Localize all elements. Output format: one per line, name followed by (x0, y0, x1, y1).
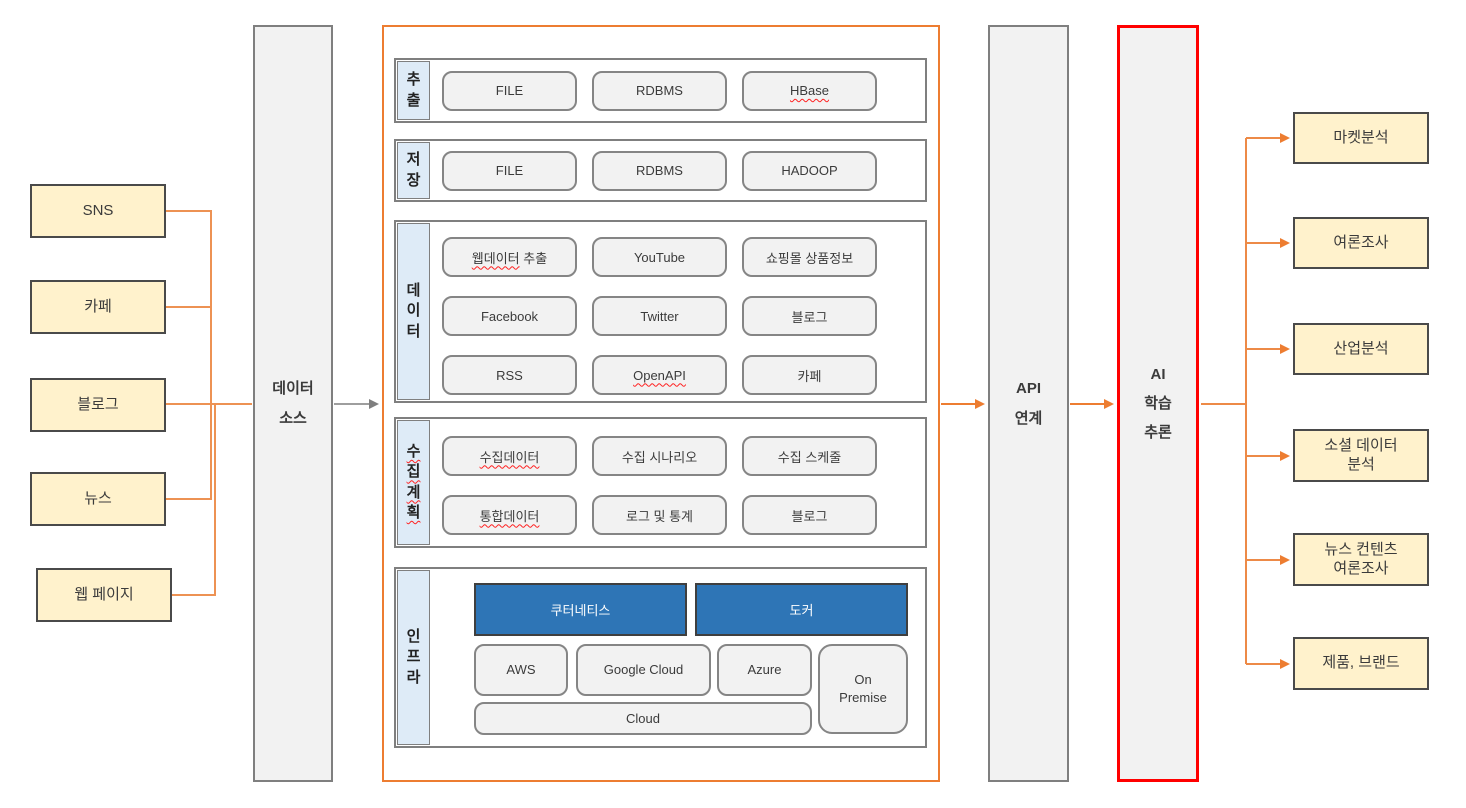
chip-store-file: FILE (442, 150, 577, 191)
output-box-industry-analysis: 산업분석 (1293, 323, 1429, 375)
chip-blog-plan: 블로그 (742, 495, 877, 535)
chip-cafe: 카페 (742, 355, 877, 395)
pipeline-row-infra: 인 프 라 쿠터네티스 도커 AWS Google Cloud Azure On… (394, 567, 927, 748)
row-label-store: 저 장 (397, 142, 430, 199)
chip-log-statistics: 로그 및 통계 (592, 495, 727, 535)
source-box-webpage: 웹 페이지 (36, 568, 172, 622)
chip-collected-data: 수집데이터 (442, 436, 577, 476)
data-source-panel: 데이터 소스 (253, 25, 333, 782)
chip-openapi: OpenAPI (592, 355, 727, 395)
pipeline-row-store: 저 장 FILE RDBMS HADOOP (394, 139, 927, 202)
cloud-bar: Cloud (474, 702, 812, 735)
output-box-opinion-poll: 여론조사 (1293, 217, 1429, 269)
chip-extract-file: FILE (442, 70, 577, 111)
chip-twitter: Twitter (592, 296, 727, 336)
pipeline-row-extract: 추 출 FILE RDBMS HBase (394, 58, 927, 123)
source-connectors (166, 210, 252, 596)
row-label-plan: 수 집 계 획 (397, 420, 430, 545)
output-connectors (1201, 133, 1290, 669)
chip-collection-schedule: 수집 스케줄 (742, 436, 877, 476)
source-box-blog: 블로그 (30, 378, 166, 432)
output-box-product-brand: 제품, 브랜드 (1293, 637, 1429, 690)
chip-rss: RSS (442, 355, 577, 395)
chip-youtube: YouTube (592, 237, 727, 277)
platform-kubernetes: 쿠터네티스 (474, 583, 687, 636)
chip-extract-hbase: HBase (742, 70, 877, 111)
chip-integrated-data: 통합데이터 (442, 495, 577, 535)
ai-learning-inference-panel: AI 학습 추론 (1117, 25, 1199, 782)
chip-collection-scenario: 수집 시나리오 (592, 436, 727, 476)
api-link-panel: API 연계 (988, 25, 1069, 782)
output-box-social-data-analysis: 소셜 데이터 분석 (1293, 429, 1429, 482)
source-box-sns: SNS (30, 184, 166, 238)
cloud-azure: Azure (717, 644, 812, 696)
output-box-news-content-poll: 뉴스 컨텐츠 여론조사 (1293, 533, 1429, 586)
row-label-data: 데 이 터 (397, 223, 430, 400)
row-label-extract: 추 출 (397, 61, 430, 120)
chip-facebook: Facebook (442, 296, 577, 336)
on-premise-box: On Premise (818, 644, 908, 734)
chip-store-hadoop: HADOOP (742, 150, 877, 191)
pipeline-row-data: 데 이 터 웹데이터 추출 YouTube 쇼핑몰 상품정보 Facebook … (394, 220, 927, 403)
chip-store-rdbms: RDBMS (592, 150, 727, 191)
platform-docker: 도커 (695, 583, 908, 636)
pipeline-row-plan: 수 집 계 획 수집데이터 수집 시나리오 수집 스케줄 통합데이터 로그 및 … (394, 417, 927, 548)
chip-webdata-extract: 웹데이터 추출 (442, 237, 577, 277)
chip-shopping-product-info: 쇼핑몰 상품정보 (742, 237, 877, 277)
cloud-aws: AWS (474, 644, 568, 696)
row-label-infra: 인 프 라 (397, 570, 430, 745)
cloud-google: Google Cloud (576, 644, 711, 696)
output-box-market-analysis: 마켓분석 (1293, 112, 1429, 164)
source-box-news: 뉴스 (30, 472, 166, 526)
source-box-cafe: 카페 (30, 280, 166, 334)
chip-extract-rdbms: RDBMS (592, 70, 727, 111)
chip-blog: 블로그 (742, 296, 877, 336)
